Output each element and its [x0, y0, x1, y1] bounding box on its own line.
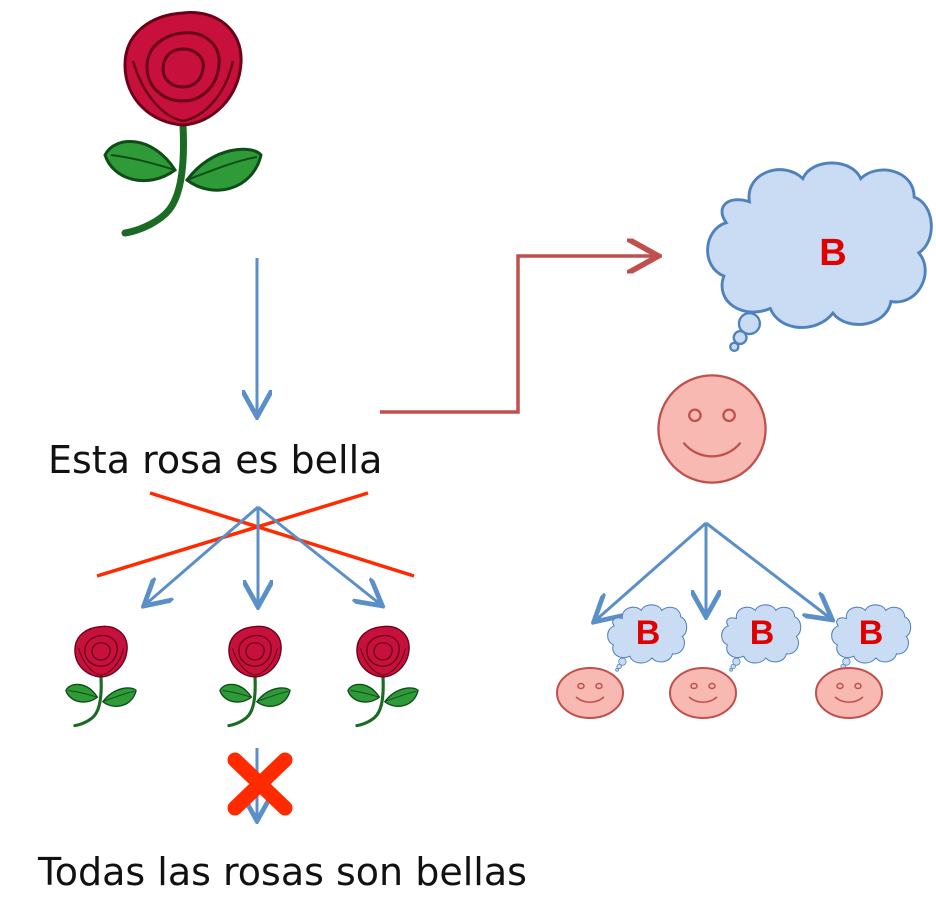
smiley-face-icon: [815, 667, 883, 719]
statement-text: Esta rosa es bella: [48, 438, 383, 482]
propagation-arrow-left: [596, 521, 707, 620]
propagation-arrow-right: [705, 521, 830, 618]
smiley-face-icon: [657, 374, 767, 484]
small-thought-letter-1: B: [636, 614, 661, 652]
cross-line-1: [96, 491, 369, 578]
smiley-face-icon: [556, 667, 624, 719]
generalization-arrow-right: [257, 505, 380, 604]
rose-icon: [219, 624, 291, 728]
conclusion-text: Todas las rosas son bellas: [38, 850, 527, 894]
rose-icon: [65, 624, 137, 728]
red-x-icon: [227, 752, 293, 816]
rose-icon: [347, 624, 419, 728]
cross-line-2: [149, 491, 415, 578]
thought-letter: B: [819, 232, 846, 274]
statement-to-thought-arrow: [380, 256, 655, 414]
smiley-face-icon: [669, 667, 737, 719]
rose-icon: [105, 12, 261, 233]
generalization-arrow-left: [146, 505, 259, 604]
small-thought-letter-3: B: [859, 614, 884, 652]
small-thought-letter-2: B: [750, 614, 775, 652]
